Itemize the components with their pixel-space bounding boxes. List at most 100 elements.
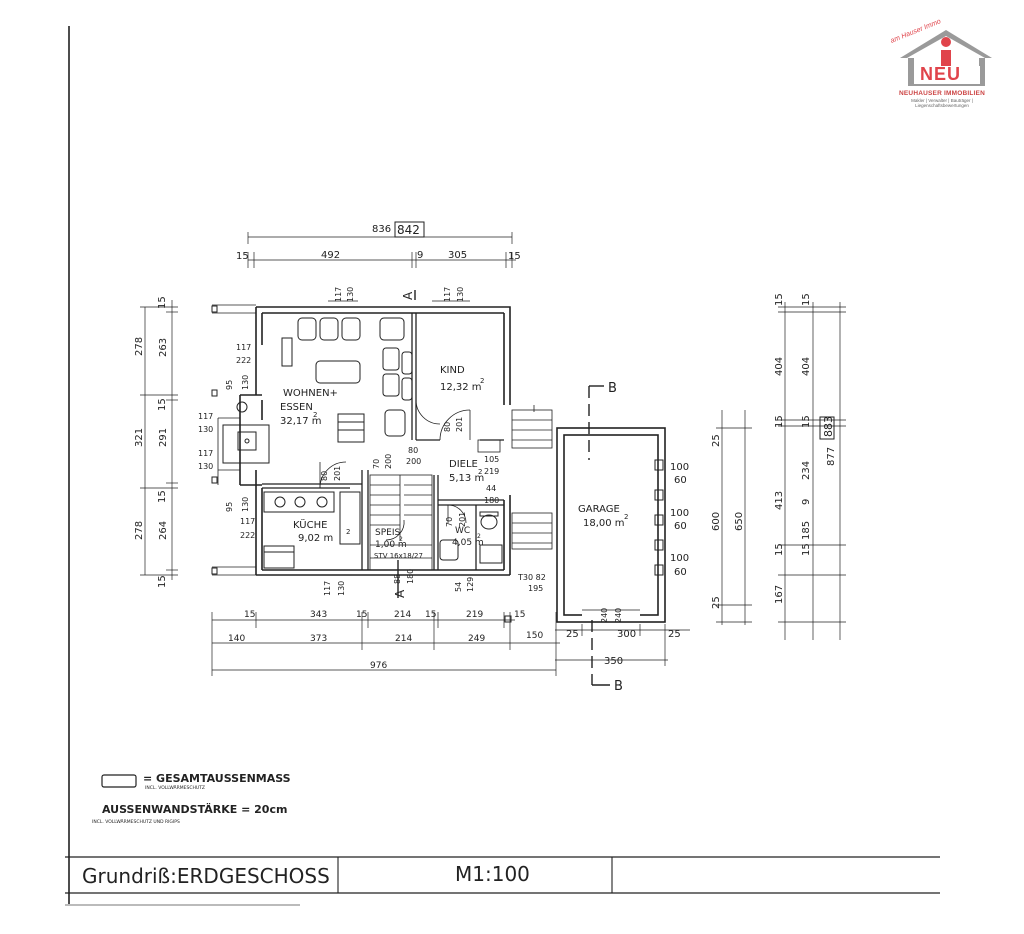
dim-garage-bottom: 25 xyxy=(668,629,681,640)
dim-window-left: 130 xyxy=(198,425,213,434)
legend-total-dimension-note: INCL. VOLLWÄRMESCHUTZ xyxy=(145,786,205,791)
dim-garage-side: 25 xyxy=(711,434,722,447)
dim-right-col2: 185 xyxy=(801,521,812,540)
dim-right-total-a: 877 xyxy=(826,447,837,466)
dim-garage-door: 240 xyxy=(614,608,623,623)
dim-bottom-row1: 15 xyxy=(356,610,367,620)
dim-door: 200 xyxy=(406,457,421,466)
dim-bottom-row1: 219 xyxy=(466,610,483,620)
dim-bottom-row1: 15 xyxy=(514,610,525,620)
room-diele-name: DIELE xyxy=(449,459,478,470)
dim-window-left: 222 xyxy=(240,531,255,540)
room-wohnen-area-sup: 2 xyxy=(313,411,317,419)
room-kueche-area-sup: 2 xyxy=(346,528,350,536)
section-a-bottom: A xyxy=(393,589,407,598)
dim-left-outer: 278 xyxy=(134,337,145,356)
dim-top-total-b: 842 xyxy=(397,223,420,237)
living-room-furniture xyxy=(222,317,413,464)
garage-walls xyxy=(556,427,666,623)
room-wc-name: WC xyxy=(455,526,470,536)
company-logo xyxy=(900,30,992,86)
drawing-title: Grundriß:ERDGESCHOSS xyxy=(82,864,330,888)
dim-bottom-row2: 249 xyxy=(468,634,485,644)
dim-window-left: 117 xyxy=(198,412,213,421)
room-kind-area: 12,32 m xyxy=(440,382,482,393)
room-diele-area-sup: 2 xyxy=(478,468,482,476)
dim-top: 15 xyxy=(236,251,249,262)
dim-window-top: 130 xyxy=(346,287,355,302)
section-a-top: A xyxy=(401,291,415,300)
dim-right-col1: 404 xyxy=(774,357,785,376)
dim-left-inner: 264 xyxy=(158,521,169,540)
dim-door-t30: 195 xyxy=(528,584,543,593)
section-b-bottom: B xyxy=(614,679,623,694)
room-wc-area-sup: 2 xyxy=(477,533,481,540)
dim-right-col2: 15 xyxy=(801,415,812,428)
dim-bottom-row1: 15 xyxy=(425,610,436,620)
dim-right-total-b: 883 xyxy=(822,416,835,437)
room-kueche-name: KÜCHE xyxy=(293,518,327,531)
dim-door: 80 xyxy=(408,446,418,455)
dim-window-left: 130 xyxy=(241,375,250,390)
dim-window-top: 130 xyxy=(456,287,465,302)
top-dimensions xyxy=(247,221,516,268)
dim-top: 15 xyxy=(508,251,521,262)
dim-left-outer: 278 xyxy=(134,521,145,540)
room-kind-area-sup: 2 xyxy=(480,377,484,385)
dim-bottom-opening: 129 xyxy=(466,577,475,592)
drawing-scale: M1:100 xyxy=(455,862,530,886)
dim-door: 200 xyxy=(384,454,393,469)
dim-diele: 180 xyxy=(484,496,499,505)
dim-right-col2: 15 xyxy=(801,543,812,556)
left-dimension-labels: 278 321 278 263 291 264 15 15 15 15 xyxy=(134,296,169,588)
dim-wc-door: 201 xyxy=(458,512,467,527)
left-dimensions xyxy=(140,300,178,580)
dim-window-left: 130 xyxy=(241,497,250,512)
dim-garage-window: 60 xyxy=(674,567,687,578)
dim-door: 80 xyxy=(320,471,329,481)
dim-diele: 219 xyxy=(484,467,499,476)
dim-left-inner: 291 xyxy=(158,428,169,447)
dim-bottom-opening: 54 xyxy=(454,582,463,592)
dim-garage-side: 25 xyxy=(711,596,722,609)
dim-left-small: 15 xyxy=(157,490,168,503)
dim-garage-door: 240 xyxy=(600,608,609,623)
dim-wc-door: 70 xyxy=(445,517,454,527)
room-speis-area: 1,00 m xyxy=(375,540,407,550)
dim-right-col2: 234 xyxy=(801,461,812,480)
dim-right-col1: 413 xyxy=(774,491,785,510)
top-dimension-labels: 836 842 15 492 9 305 15 xyxy=(236,223,521,262)
dim-window-left: 117 xyxy=(240,517,255,526)
dim-garage-window: 60 xyxy=(674,521,687,532)
dim-right-col2: 9 xyxy=(801,499,812,505)
dim-window-left: 117 xyxy=(198,449,213,458)
dim-diele: 44 xyxy=(486,484,496,493)
dim-bottom-opening: 130 xyxy=(337,581,346,596)
dim-bottom-row2: 214 xyxy=(395,634,412,644)
dim-garage-bottom: 300 xyxy=(617,629,636,640)
windows xyxy=(211,300,470,576)
dim-window-left: 222 xyxy=(236,356,251,365)
dim-garage-window: 100 xyxy=(670,508,689,519)
dim-diele: 105 xyxy=(484,455,499,464)
room-kueche-area: 9,02 m xyxy=(298,533,333,544)
room-garage-area-sup: 2 xyxy=(624,513,628,521)
room-speis-name: SPEIS xyxy=(375,528,400,538)
dim-garage-window: 100 xyxy=(670,553,689,564)
dim-garage-window: 60 xyxy=(674,475,687,486)
dim-bottom-row1: 343 xyxy=(310,610,327,620)
dim-bottom-total: 976 xyxy=(370,661,387,671)
room-wohnen-area: 32,17 m xyxy=(280,416,322,427)
dim-left-outer: 321 xyxy=(134,428,145,447)
entrance-steps xyxy=(477,405,553,550)
dim-door: 201 xyxy=(333,466,342,481)
logo-text-block: NEUHAUSER IMMOBILIEN Makler | Verwalter … xyxy=(884,90,1000,108)
wc-fixtures xyxy=(439,511,503,564)
room-wohnen-name2: ESSEN xyxy=(280,402,313,413)
kitchen-fixtures xyxy=(263,491,361,569)
dim-bottom-row2: 150 xyxy=(526,631,543,641)
dim-left-small: 15 xyxy=(157,296,168,309)
dim-bottom-opening: 180 xyxy=(406,569,415,584)
dim-garage-bottom: 25 xyxy=(566,629,579,640)
